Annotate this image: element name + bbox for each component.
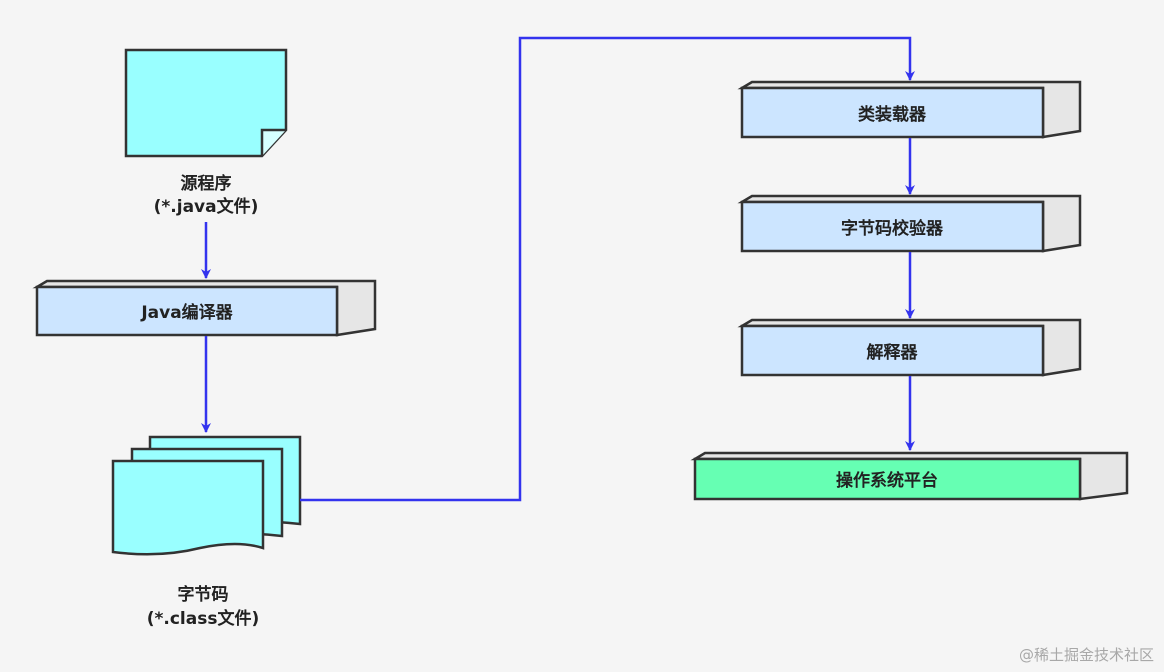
source-document-icon: [124, 48, 288, 158]
bytecode-label: 字节码: [178, 584, 229, 605]
bytecode-sublabel: (*.class文件): [147, 608, 260, 629]
compiler-box: [32, 279, 377, 337]
verifier-box: [737, 194, 1082, 253]
source-label: 源程序: [181, 173, 232, 194]
class-loader-box: [737, 80, 1082, 139]
source-sublabel: (*.java文件): [154, 196, 259, 217]
interpreter-box: [737, 318, 1082, 377]
bytecode-documents-icon: [111, 435, 302, 556]
platform-box: [690, 451, 1129, 501]
class-loader-label: 类装载器: [858, 104, 927, 125]
watermark-text: @稀土掘金技术社区: [1019, 646, 1154, 664]
interpreter-label: 解释器: [867, 342, 919, 363]
compiler-label: Java编译器: [140, 302, 233, 323]
verifier-label: 字节码校验器: [841, 218, 944, 239]
platform-label: 操作系统平台: [836, 470, 938, 491]
arrow-bytecode-to-loader: [300, 36, 915, 502]
